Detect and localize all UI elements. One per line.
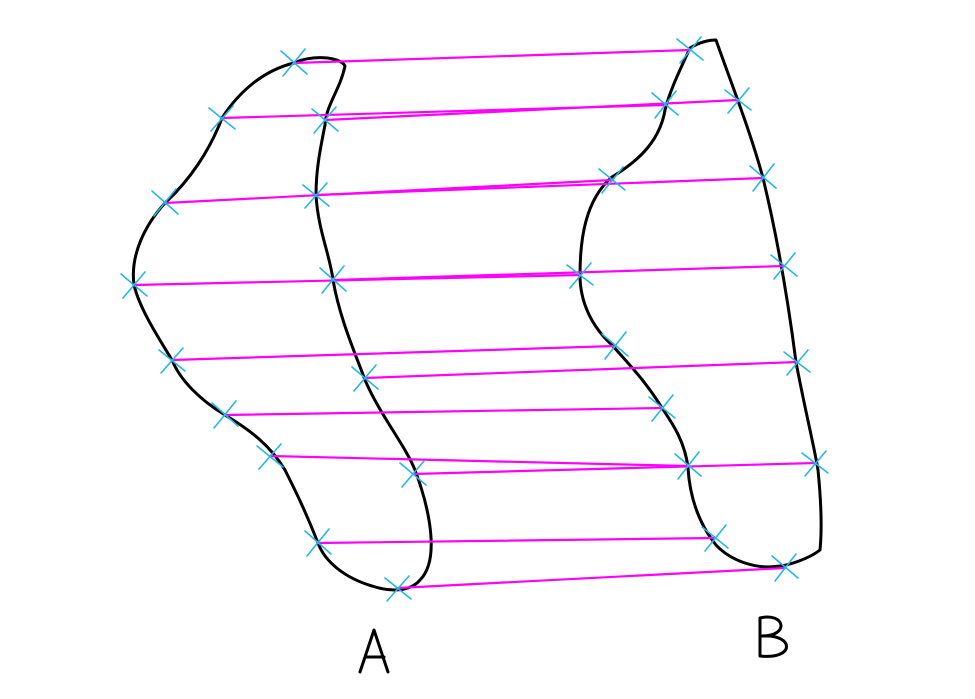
cross-marker <box>651 90 679 119</box>
correspondence-line <box>314 176 765 197</box>
cross-marker <box>601 331 629 360</box>
correspondence-line <box>292 48 692 65</box>
cross-marker <box>598 166 626 194</box>
cross-marker <box>724 87 752 114</box>
cross-marker <box>120 271 148 299</box>
cross-marker <box>674 451 702 480</box>
label-a-glyph <box>358 628 390 674</box>
cross-marker <box>208 105 236 132</box>
correspondence-line <box>223 406 664 417</box>
cross-marker <box>280 48 308 77</box>
cross-marker <box>749 163 777 192</box>
cross-marker <box>771 553 799 582</box>
cross-marker <box>319 265 347 294</box>
label-b <box>758 615 788 658</box>
cross-marker <box>770 252 798 280</box>
cross-marker <box>399 460 427 488</box>
shape-a-outline <box>131 56 433 592</box>
cross-marker <box>158 347 186 374</box>
label-b-glyph <box>758 615 788 658</box>
cross-marker <box>783 349 811 376</box>
correspondence-line <box>316 536 717 545</box>
cross-marker <box>351 364 379 392</box>
correspondence-line <box>268 454 690 468</box>
correspondence-line <box>323 98 740 122</box>
cross-marker <box>676 36 704 64</box>
correspondence-line <box>396 566 787 590</box>
cross-marker <box>648 394 676 422</box>
correspondence-line <box>170 344 617 362</box>
markers <box>120 36 829 602</box>
cross-marker <box>701 524 729 552</box>
label-a <box>358 628 390 674</box>
cross-marker <box>384 575 412 602</box>
correspondence-line <box>331 264 786 282</box>
shape-b-outline <box>578 38 823 569</box>
cross-marker <box>801 450 829 477</box>
correspondence-lines <box>132 48 817 590</box>
correspondence-line <box>363 360 799 380</box>
cross-marker <box>256 443 284 470</box>
cross-marker <box>566 262 594 289</box>
cross-marker <box>151 188 179 217</box>
cross-marker <box>302 182 330 209</box>
cross-marker <box>311 106 339 134</box>
correspondence-line <box>411 461 817 476</box>
cross-marker <box>304 528 332 557</box>
cross-marker <box>211 400 239 429</box>
